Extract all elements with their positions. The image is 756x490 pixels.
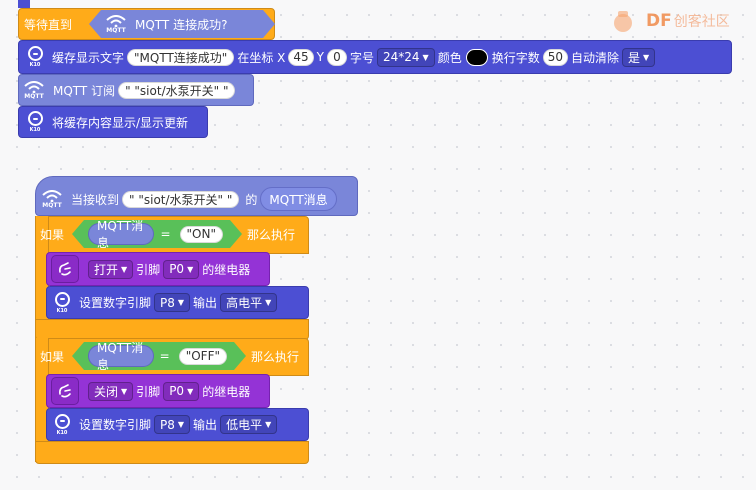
wifi-icon: MQTT [105, 15, 127, 34]
relay-off-block[interactable]: 关闭▼ 引脚 P0▼ 的继电器 [46, 374, 270, 408]
dropdown-arrow-icon: ▼ [187, 264, 194, 274]
relay-action-dropdown[interactable]: 关闭▼ [88, 381, 134, 401]
mqtt-connected-condition[interactable]: MQTT MQTT 连接成功? [89, 10, 275, 38]
digital-pin-dropdown[interactable]: P8▼ [154, 415, 191, 434]
level-dropdown[interactable]: 高电平▼ [220, 293, 278, 312]
digital-write-high-block[interactable]: K10 设置数字引脚 P8▼ 输出 高电平▼ [46, 286, 309, 319]
dropdown-arrow-icon: ▼ [177, 420, 185, 429]
color-swatch[interactable] [465, 48, 488, 66]
digital-pin-dropdown[interactable]: P8▼ [154, 293, 191, 312]
dropdown-arrow-icon: ▼ [422, 52, 429, 62]
autoclear-label: 自动清除 [571, 50, 620, 65]
relay-suffix-label: 的继电器 [202, 262, 251, 277]
relay-action-dropdown[interactable]: 打开▼ [88, 259, 134, 279]
output-label: 输出 [193, 418, 218, 432]
relay-pin-dropdown[interactable]: P0▼ [163, 381, 200, 401]
font-size-label: 字号 [349, 50, 374, 65]
k10-board-icon: K10 [51, 291, 73, 315]
equals-condition[interactable]: MQTT消息 = "OFF" [72, 342, 246, 370]
dropdown-arrow-icon: ▼ [265, 298, 272, 307]
mqtt-message-reporter[interactable]: MQTT消息 [88, 345, 154, 367]
dropdown-arrow-icon: ▼ [187, 386, 194, 396]
wait-until-block[interactable]: 等待直到 MQTT MQTT 连接成功? [18, 8, 275, 40]
digital-write-label: 设置数字引脚 [79, 418, 152, 432]
hat-of-label: 的 [245, 192, 258, 207]
y-input[interactable]: 0 [326, 48, 347, 66]
dfrobot-logo: DF 创客社区 [606, 6, 756, 36]
k10-board-icon: K10 [24, 45, 46, 69]
wifi-icon: MQTT [41, 189, 63, 209]
wait-until-label: 等待直到 [24, 17, 73, 32]
relay-hand-icon [51, 255, 79, 283]
cache-text-label: 缓存显示文字 [52, 50, 125, 65]
x-input[interactable]: 45 [288, 48, 314, 66]
mqtt-message-reporter[interactable]: MQTT消息 [88, 223, 154, 245]
hat-topic-input[interactable]: " "siot/水泵开关" " [122, 190, 240, 208]
dropdown-arrow-icon: ▼ [121, 386, 128, 396]
if-label: 如果 [40, 350, 65, 364]
dropdown-arrow-icon: ▼ [643, 52, 650, 62]
relay-pin-dropdown[interactable]: P0▼ [163, 259, 200, 279]
equals-operator: = [159, 349, 170, 363]
dropdown-arrow-icon: ▼ [121, 264, 128, 274]
relay-hand-icon [51, 377, 79, 405]
relay-suffix-label: 的继电器 [202, 384, 251, 399]
equals-operator: = [160, 227, 171, 241]
output-label: 输出 [193, 296, 218, 310]
mqtt-subscribe-block[interactable]: MQTT MQTT 订阅 " "siot/水泵开关" " [18, 74, 254, 106]
digital-write-label: 设置数字引脚 [79, 296, 152, 310]
dropdown-arrow-icon: ▼ [265, 420, 272, 429]
digital-write-low-block[interactable]: K10 设置数字引脚 P8▼ 输出 低电平▼ [46, 408, 309, 441]
wrap-input[interactable]: 50 [542, 48, 569, 66]
relay-pin-label: 引脚 [136, 262, 161, 277]
dropdown-arrow-icon: ▼ [177, 298, 185, 307]
hat-prefix-label: 当接收到 [71, 192, 120, 207]
logo-brand: DF [646, 11, 672, 31]
mqtt-subscribe-label: MQTT 订阅 [53, 83, 116, 98]
if-on-block[interactable]: 如果 MQTT消息 = "ON" 那么执行 [35, 216, 309, 340]
then-label: 那么执行 [247, 228, 296, 242]
dfrobot-logo-icon [614, 11, 632, 32]
subscribe-topic-input[interactable]: " "siot/水泵开关" " [118, 81, 236, 99]
mqtt-message-reporter[interactable]: MQTT消息 [260, 187, 337, 211]
mqtt-receive-hat-block[interactable]: MQTT 当接收到 " "siot/水泵开关" " 的 MQTT消息 [35, 176, 358, 216]
if-label: 如果 [40, 228, 65, 242]
k10-board-icon: K10 [24, 110, 46, 134]
autoclear-dropdown[interactable]: 是▼ [622, 47, 656, 67]
then-label: 那么执行 [251, 350, 300, 364]
color-label: 颜色 [437, 50, 462, 65]
equals-condition[interactable]: MQTT消息 = "ON" [72, 220, 242, 248]
k10-board-icon: K10 [51, 413, 73, 437]
cache-text-input[interactable]: "MQTT连接成功" [127, 48, 235, 66]
font-size-dropdown[interactable]: 24*24▼ [377, 47, 435, 67]
off-value-input[interactable]: "OFF" [179, 348, 227, 365]
relay-pin-label: 引脚 [136, 384, 161, 399]
show-cache-label: 将缓存内容显示/显示更新 [52, 115, 189, 130]
at-x-label: 在坐标 X [237, 50, 286, 65]
block-stack-top-edge [18, 0, 30, 8]
level-dropdown[interactable]: 低电平▼ [220, 415, 278, 434]
show-cache-block[interactable]: K10 将缓存内容显示/显示更新 [18, 106, 208, 138]
wrap-label: 换行字数 [491, 50, 540, 65]
wifi-icon: MQTT [23, 80, 45, 100]
logo-site: 创客社区 [673, 14, 730, 30]
on-value-input[interactable]: "ON" [180, 226, 223, 243]
mqtt-connected-label: MQTT 连接成功? [135, 17, 228, 32]
relay-on-block[interactable]: 打开▼ 引脚 P0▼ 的继电器 [46, 252, 270, 286]
cache-text-block[interactable]: K10 缓存显示文字 "MQTT连接成功" 在坐标 X 45 Y 0 字号 24… [18, 40, 732, 74]
y-label: Y [316, 50, 324, 64]
